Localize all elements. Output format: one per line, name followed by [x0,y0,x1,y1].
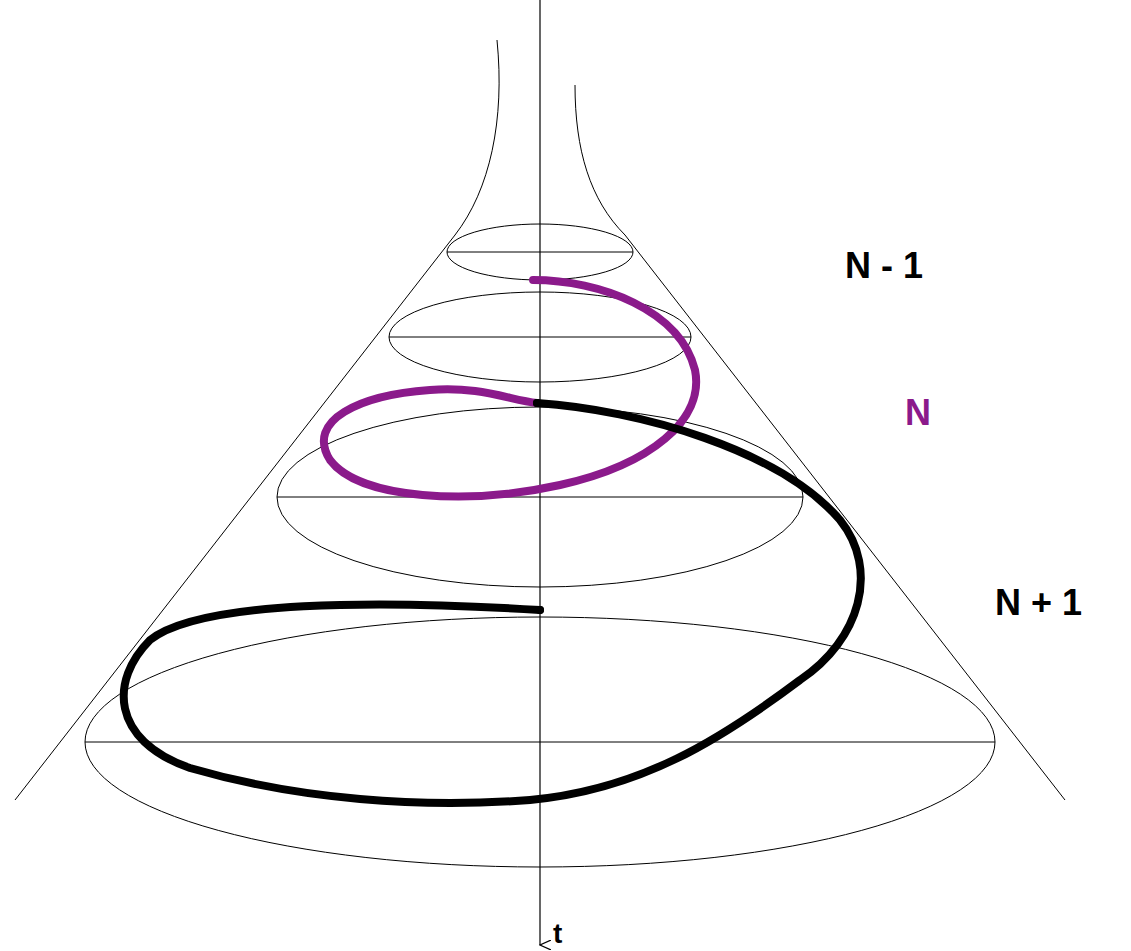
axis-label: t [553,920,562,948]
level-label: N + 1 [995,585,1082,621]
spiral-turn [324,280,696,496]
level-label: N - 1 [845,248,923,284]
axis-point [536,606,544,614]
cone-edge [15,40,499,800]
spiral-turn [124,403,861,803]
cone-edge [575,85,1065,800]
level-label: N [905,395,931,431]
time-axis [539,0,540,945]
axis-point [533,399,541,407]
